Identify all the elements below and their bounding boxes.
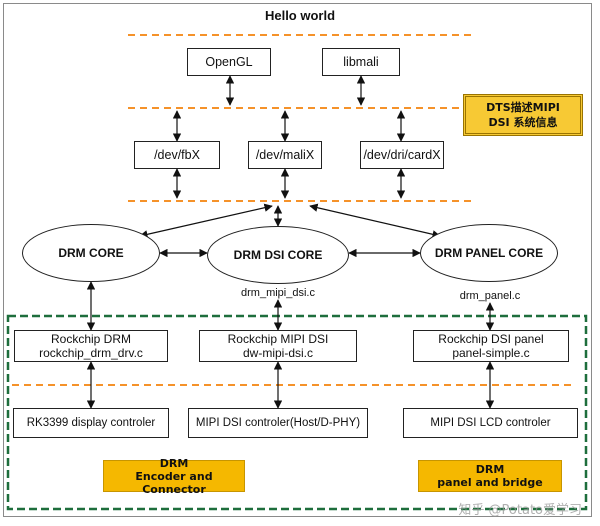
dev-malix-box: /dev/maliX (248, 141, 322, 169)
rk3399-display-controller-label: RK3399 display controler (26, 417, 156, 429)
mipi-dsi-lcd-controller-box: MIPI DSI LCD controler (403, 408, 578, 438)
dev-malix-label: /dev/maliX (255, 148, 315, 162)
arrow-sep-to-panel-core (309, 203, 441, 239)
drm-panel-core-label: DRM PANEL CORE (434, 246, 544, 260)
mipi-dsi-host-dphy-label: MIPI DSI controler(Host/D-PHY) (195, 417, 361, 429)
drm-dsi-core-node: DRM DSI CORE (207, 226, 349, 284)
drm-dsi-core-label: DRM DSI CORE (233, 248, 323, 262)
dev-dri-cardx-label: /dev/dri/cardX (363, 148, 441, 162)
dev-dri-cardx-box: /dev/dri/cardX (360, 141, 444, 169)
rockchip-dsi-panel-line1: Rockchip DSI panel (438, 332, 544, 346)
drm-panel-tag-line2: panel and bridge (437, 476, 543, 489)
drm-encoder-tag-line1: DRM (159, 456, 189, 470)
rk3399-display-controller-box: RK3399 display controler (13, 408, 169, 438)
dev-fbx-label: /dev/fbX (154, 148, 200, 162)
dts-note-tag: DTS描述MIPI DSI 系统信息 (463, 94, 583, 136)
drm-panel-bridge-tag: DRM panel and bridge (418, 460, 562, 492)
rockchip-drm-box: Rockchip DRM rockchip_drm_drv.c (14, 330, 168, 362)
rockchip-mipi-dsi-box: Rockchip MIPI DSI dw-mipi-dsi.c (199, 330, 357, 362)
rockchip-mipi-dsi-line1: Rockchip MIPI DSI (227, 332, 329, 346)
libmali-label: libmali (343, 55, 379, 69)
mipi-dsi-host-dphy-box: MIPI DSI controler(Host/D-PHY) (188, 408, 368, 438)
drm-panel-file-label: drm_panel.c (459, 290, 521, 302)
opengl-box: OpenGL (187, 48, 271, 76)
drm-panel-core-node: DRM PANEL CORE (420, 224, 558, 282)
drm-core-label: DRM CORE (58, 246, 124, 260)
drm-driver-group-border (6, 314, 588, 511)
rockchip-drm-line1: Rockchip DRM (50, 332, 131, 346)
drm-panel-tag-line1: DRM (475, 463, 505, 476)
rockchip-drm-line2: rockchip_drm_drv.c (39, 346, 143, 360)
drm-mipi-dsi-file-label: drm_mipi_dsi.c (241, 287, 315, 299)
drm-encoder-connector-tag: DRM Encoder and Connector (103, 456, 245, 496)
arrow-sep-to-drm-core (139, 203, 273, 239)
opengl-label: OpenGL (205, 55, 253, 69)
diagram-title: Hello world (264, 8, 336, 23)
rockchip-dsi-panel-line2: panel-simple.c (452, 346, 530, 360)
mipi-dsi-lcd-controller-label: MIPI DSI LCD controler (430, 417, 551, 429)
watermark-text: 知乎 @Potato爱学习 (458, 503, 582, 518)
rockchip-dsi-panel-box: Rockchip DSI panel panel-simple.c (413, 330, 569, 362)
outer-frame (3, 3, 592, 517)
rockchip-mipi-dsi-line2: dw-mipi-dsi.c (242, 346, 313, 360)
dev-fbx-box: /dev/fbX (134, 141, 220, 169)
drm-encoder-tag-line2: Encoder and Connector (135, 469, 213, 496)
drm-core-node: DRM CORE (22, 224, 160, 282)
dts-note-line2: DSI 系统信息 (488, 116, 558, 129)
dts-note-line1: DTS描述MIPI (486, 101, 560, 114)
libmali-box: libmali (322, 48, 400, 76)
